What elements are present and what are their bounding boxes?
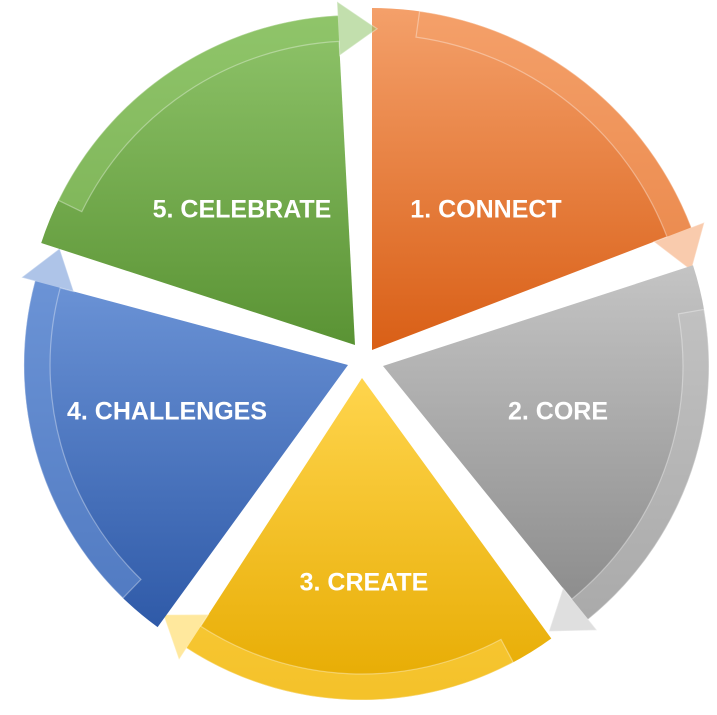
segment-core-shape <box>383 265 709 620</box>
segment-create-shape <box>186 378 552 701</box>
segment-core: 2. CORE <box>383 265 710 633</box>
segment-create: 3. CREATE <box>162 378 552 701</box>
arrow-celebrate-icon <box>57 0 379 213</box>
segment-celebrate: 5. CELEBRATE <box>41 0 379 345</box>
arrow-core-icon <box>548 308 710 633</box>
segment-celebrate-label: 5. CELEBRATE <box>153 196 332 224</box>
segment-create-label: 3. CREATE <box>300 569 429 597</box>
segment-connect-shape <box>372 7 692 350</box>
segment-connect-label: 1. CONNECT <box>410 196 561 224</box>
segment-connect: 1. CONNECT <box>372 7 706 350</box>
segment-core-label: 2. CORE <box>508 398 608 426</box>
segment-celebrate-shape <box>41 15 355 345</box>
segment-challenges: 4. CHALLENGES <box>20 247 348 628</box>
segment-challenges-label: 4. CHALLENGES <box>67 398 267 426</box>
